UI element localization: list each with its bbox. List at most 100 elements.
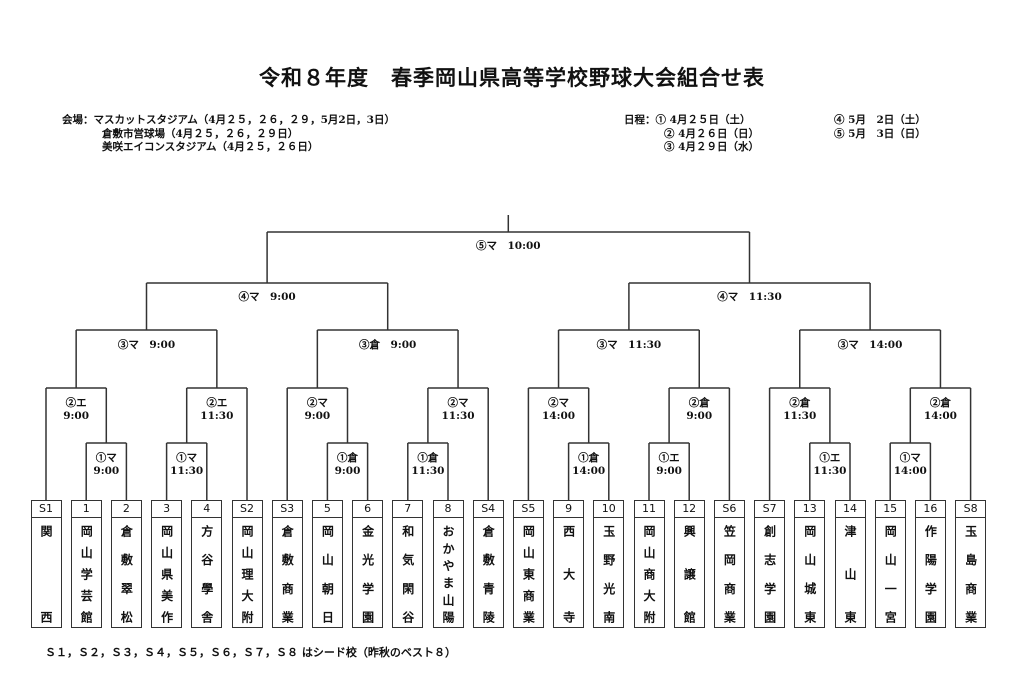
team-name: 岡山理大附 bbox=[240, 525, 254, 623]
match-label-line: 9:00 bbox=[334, 465, 361, 477]
team-name: 笠岡商業 bbox=[722, 525, 737, 623]
match-label-line: ③倉 9:00 bbox=[359, 339, 417, 351]
match-label-line: ③マ 9:00 bbox=[117, 339, 176, 351]
team-number: S3 bbox=[272, 501, 302, 518]
team-name: 玉野光南 bbox=[601, 525, 616, 623]
venue-label: 会場： bbox=[62, 114, 94, 126]
team-number: 14 bbox=[835, 501, 865, 518]
venue-list: 会場：マスカットスタジアム（4月２５，２６，２９，5月2日，3日） 倉敷市営球場… bbox=[62, 114, 395, 155]
team-number: 15 bbox=[875, 501, 905, 518]
schedule-item: ① 4月２５日（土） bbox=[655, 114, 751, 126]
team-box: 6 金光学園 bbox=[352, 500, 384, 628]
team-name: 岡山城東 bbox=[802, 525, 817, 623]
match-label-line: ①倉 bbox=[336, 452, 358, 464]
match-label-line: ②マ bbox=[447, 397, 469, 409]
team-number: S6 bbox=[714, 501, 744, 518]
match-label-line: 11:30 bbox=[200, 410, 234, 422]
team-number: 8 bbox=[433, 501, 463, 518]
match-label-line: ①エ bbox=[819, 452, 841, 464]
team-name: 倉敷商業 bbox=[280, 525, 295, 623]
team-box: S4 倉敷青陵 bbox=[472, 500, 504, 628]
match-label-line: 14:00 bbox=[541, 410, 576, 422]
match-label-line: ①倉 bbox=[417, 452, 439, 464]
team-name: 方谷學舎 bbox=[199, 525, 214, 623]
match-label-line: ①マ bbox=[899, 452, 921, 464]
match-label-line: 14:00 bbox=[893, 465, 927, 477]
match-label: ③マ 11:30 bbox=[597, 339, 662, 352]
team-name: 興譲館 bbox=[682, 525, 697, 623]
team-number: 3 bbox=[152, 501, 182, 518]
schedule-label: 日程： bbox=[624, 114, 656, 126]
team-name: 岡山朝日 bbox=[320, 525, 335, 623]
team-name: 西大寺 bbox=[561, 525, 576, 623]
team-box: S6 笠岡商業 bbox=[713, 500, 745, 628]
team-name: 倉敷青陵 bbox=[481, 525, 496, 623]
match-label: ④マ 9:00 bbox=[238, 291, 295, 304]
match-label-line: 9:00 bbox=[63, 410, 90, 422]
team-name: 岡山県美作 bbox=[159, 525, 174, 623]
team-number: 13 bbox=[795, 501, 825, 518]
match-label: ③倉 9:00 bbox=[359, 339, 416, 352]
match-label-line: ③マ 11:30 bbox=[596, 339, 662, 351]
team-name: 和気閑谷 bbox=[400, 525, 415, 623]
team-name: 関西 bbox=[39, 525, 53, 623]
match-label-line: 9:00 bbox=[93, 465, 120, 477]
match-label-line: ①倉 bbox=[578, 452, 600, 464]
match-label-line: 11:30 bbox=[411, 465, 445, 477]
team-number: S8 bbox=[956, 501, 986, 518]
match-label: ④マ 11:30 bbox=[717, 291, 782, 304]
match-label-line: 9:00 bbox=[304, 410, 331, 422]
team-name: 津山東 bbox=[843, 525, 857, 623]
match-label-line: ②マ bbox=[306, 397, 328, 409]
team-number: 1 bbox=[71, 501, 101, 518]
seed-footnote: Ｓ１，Ｓ２，Ｓ３，Ｓ４，Ｓ５，Ｓ６，Ｓ７，Ｓ８ はシード校（昨秋のベスト８） bbox=[45, 646, 457, 659]
match-label-line: ②倉 bbox=[789, 397, 811, 409]
match-label-line: ①エ bbox=[658, 452, 680, 464]
team-number: S7 bbox=[755, 501, 785, 518]
team-name: 金光学園 bbox=[360, 525, 375, 623]
team-number: 5 bbox=[312, 501, 342, 518]
team-box: 3 岡山県美作 bbox=[151, 500, 183, 628]
venue-item: マスカットスタジアム（4月２５，２６，２９，5月2日，3日） bbox=[93, 114, 396, 126]
team-name: 岡山商大附 bbox=[642, 525, 656, 623]
match-label: ⑤マ 10:00 bbox=[476, 240, 541, 253]
team-number: 6 bbox=[353, 501, 383, 518]
team-number: 11 bbox=[634, 501, 664, 518]
match-label-line: ①マ bbox=[95, 452, 117, 464]
team-box: 9 西大寺 bbox=[553, 500, 585, 628]
team-number: 16 bbox=[915, 501, 945, 518]
match-label-line: ②マ bbox=[548, 397, 570, 409]
team-number: 2 bbox=[111, 501, 141, 518]
team-number: S4 bbox=[473, 501, 503, 518]
team-box: 2 倉敷翠松 bbox=[110, 500, 142, 628]
team-name: 倉敷翠松 bbox=[119, 525, 134, 623]
venue-item: 倉敷市営球場（4月２５，２６，２９日） bbox=[102, 127, 299, 140]
team-name: 創志学園 bbox=[762, 525, 777, 623]
match-label: ③マ 14:00 bbox=[838, 339, 903, 352]
match-label-line: 11:30 bbox=[783, 410, 817, 422]
match-label-line: ②エ bbox=[206, 397, 228, 409]
match-label-line: ④マ 11:30 bbox=[717, 291, 782, 303]
match-label: ③マ 9:00 bbox=[118, 339, 175, 352]
team-number: 9 bbox=[554, 501, 584, 518]
